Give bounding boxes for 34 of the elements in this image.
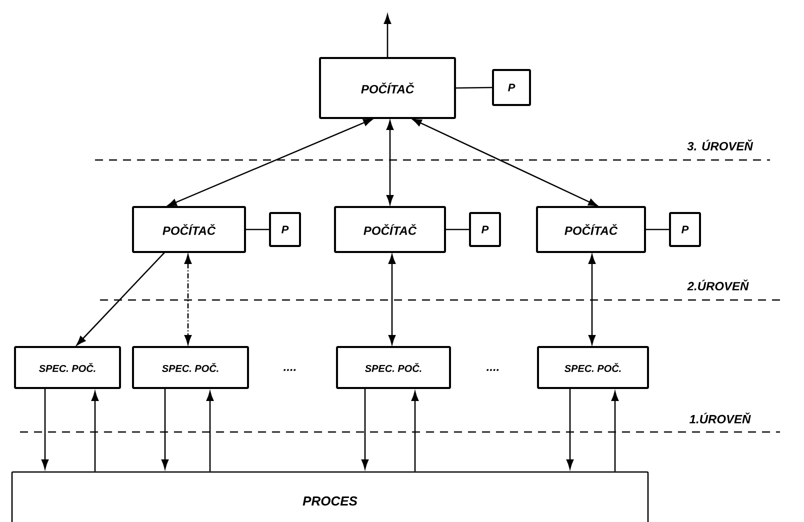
process-box: PROCES xyxy=(11,471,649,522)
arrow xyxy=(384,14,392,57)
processor-box: SPEC. POČ. xyxy=(14,346,121,389)
peripheral-box: P xyxy=(492,69,531,106)
computer-box: POČÍTAČ xyxy=(132,206,246,253)
arrow xyxy=(167,118,373,206)
arrow xyxy=(76,252,166,346)
computer-box: POČÍTAČ xyxy=(536,206,646,253)
arrow xyxy=(91,391,99,472)
ellipsis: .... xyxy=(486,369,499,371)
arrow xyxy=(386,120,394,205)
peripheral-box: P xyxy=(669,212,701,247)
arrow xyxy=(41,389,49,469)
arrow xyxy=(206,391,214,472)
peripheral-box: P xyxy=(269,212,301,247)
arrow xyxy=(411,391,419,472)
arrow xyxy=(161,389,169,469)
peripheral-box: P xyxy=(469,212,501,247)
arrow xyxy=(184,254,192,345)
processor-box: SPEC. POČ. xyxy=(537,346,649,389)
arrow xyxy=(566,389,574,469)
arrow xyxy=(361,389,369,469)
arrow xyxy=(388,254,396,345)
level-label: 1.ÚROVEŇ xyxy=(690,412,751,424)
arrow xyxy=(412,118,598,206)
processor-box: SPEC. POČ. xyxy=(336,346,451,389)
ellipsis: .... xyxy=(284,369,296,371)
level-label: 2.ÚROVEŇ xyxy=(687,280,749,290)
level-label: 3. ÚROVEŇ xyxy=(687,140,754,150)
arrow xyxy=(611,391,619,472)
computer-box: POČÍTAČ xyxy=(319,57,456,119)
arrow xyxy=(588,254,596,345)
computer-box: POČÍTAČ xyxy=(334,206,446,253)
processor-box: SPEC. POČ. xyxy=(132,346,249,389)
